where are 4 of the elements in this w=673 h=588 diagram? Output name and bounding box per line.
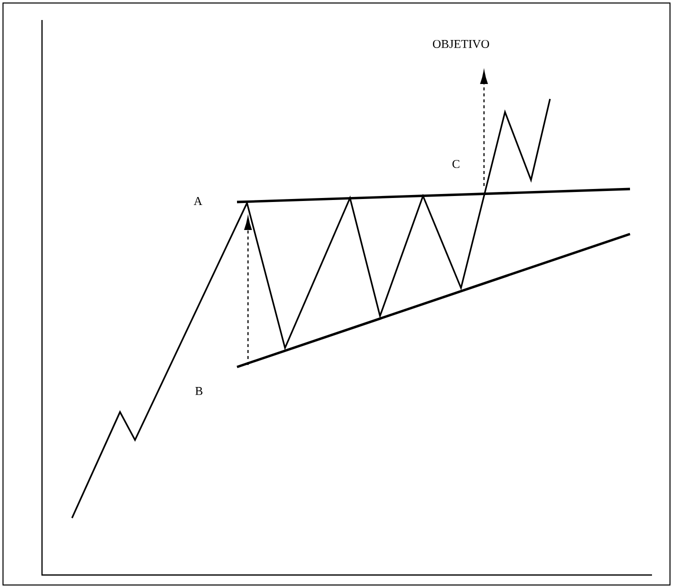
point-label: C xyxy=(452,160,460,168)
point-label: B xyxy=(195,387,202,395)
point-label: A xyxy=(194,197,202,205)
point-label: OBJETIVO xyxy=(432,40,490,48)
